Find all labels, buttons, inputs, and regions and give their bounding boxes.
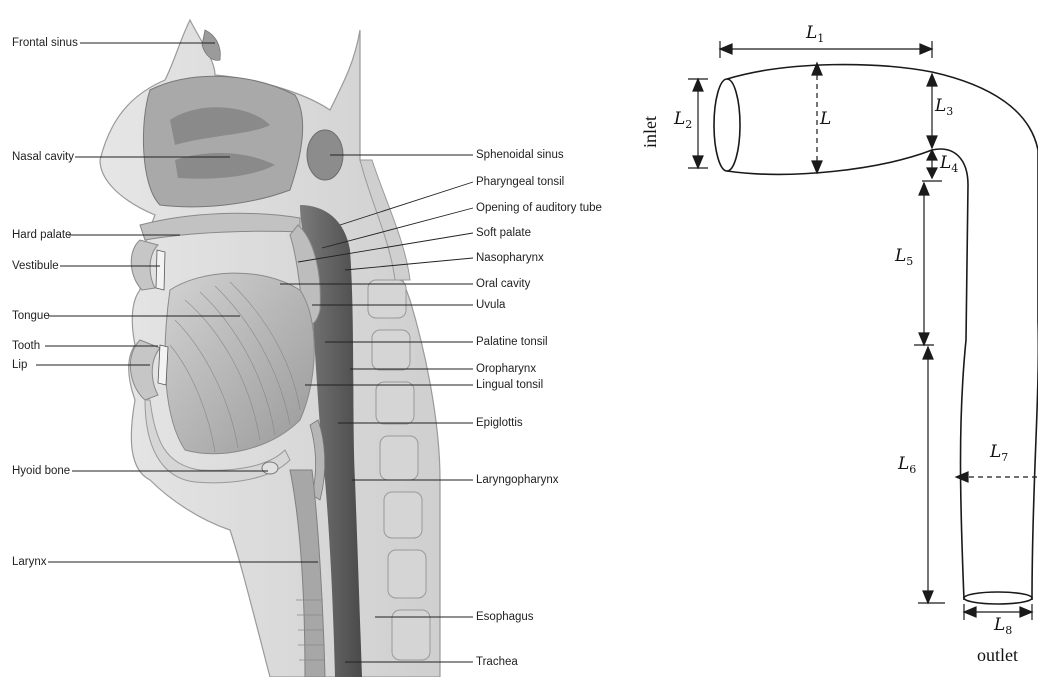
dim-l1: L1 xyxy=(806,24,824,48)
dim-l8: L8 xyxy=(994,616,1012,640)
inlet-ellipse xyxy=(714,79,740,171)
dim-l2: L2 xyxy=(674,110,692,134)
label-oral-cavity: Oral cavity xyxy=(476,277,530,291)
dim-l5: L5 xyxy=(895,247,913,271)
dim-l: L xyxy=(820,110,831,134)
label-lip: Lip xyxy=(12,358,27,372)
label-trachea: Trachea xyxy=(476,655,518,669)
tube-outline xyxy=(727,65,1038,600)
label-pharyngeal-tonsil: Pharyngeal tonsil xyxy=(476,175,564,189)
outlet-label: outlet xyxy=(977,645,1018,666)
label-tongue: Tongue xyxy=(12,309,50,323)
dim-l7: L7 xyxy=(990,443,1008,467)
dim-l3: L3 xyxy=(935,97,953,121)
inlet-label: inlet xyxy=(640,116,661,148)
label-uvula: Uvula xyxy=(476,298,505,312)
label-hyoid-bone: Hyoid bone xyxy=(12,464,70,478)
dim-l6: L6 xyxy=(898,455,916,479)
label-tooth: Tooth xyxy=(12,339,40,353)
label-esophagus: Esophagus xyxy=(476,610,534,624)
label-epiglottis: Epiglottis xyxy=(476,416,523,430)
label-larynx: Larynx xyxy=(12,555,47,569)
outlet-ellipse xyxy=(964,592,1032,604)
label-opening-auditory-tube: Opening of auditory tube xyxy=(476,201,602,215)
label-sphenoidal-sinus: Sphenoidal sinus xyxy=(476,148,564,162)
label-lingual-tonsil: Lingual tonsil xyxy=(476,378,543,392)
label-laryngopharynx: Laryngopharynx xyxy=(476,473,558,487)
label-frontal-sinus: Frontal sinus xyxy=(12,36,78,50)
label-soft-palate: Soft palate xyxy=(476,226,531,240)
label-palatine-tonsil: Palatine tonsil xyxy=(476,335,548,349)
label-nasopharynx: Nasopharynx xyxy=(476,251,544,265)
label-vestibule: Vestibule xyxy=(12,259,59,273)
label-hard-palate: Hard palate xyxy=(12,228,71,242)
label-nasal-cavity: Nasal cavity xyxy=(12,150,74,164)
dim-l4: L4 xyxy=(940,154,958,178)
label-oropharynx: Oropharynx xyxy=(476,362,536,376)
